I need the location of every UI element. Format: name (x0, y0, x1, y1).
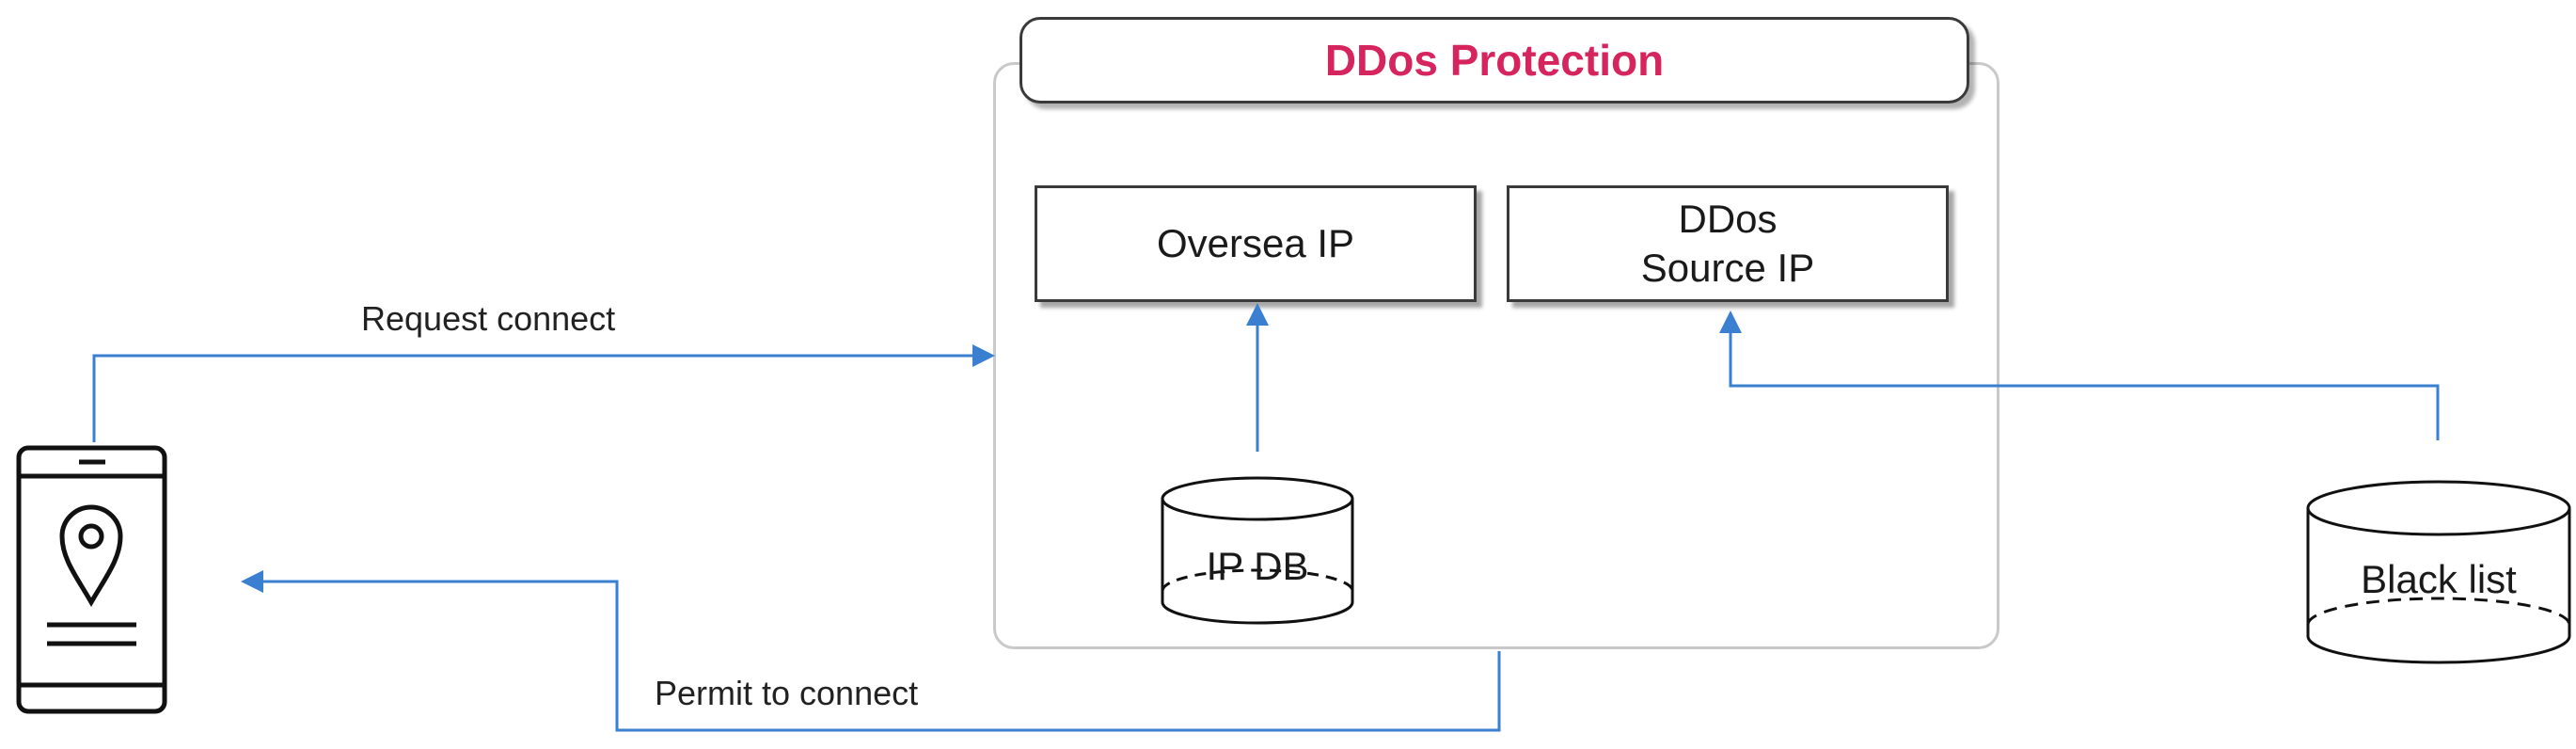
title-text: DDos Protection (1324, 36, 1665, 85)
ip-db-label: IP DB (1206, 544, 1309, 588)
ipdb-to-oversea-arrowhead (1246, 303, 1269, 326)
ddos-source-label-line1: DDos (1678, 197, 1778, 241)
oversea-ip-label: Oversea IP (1156, 221, 1355, 265)
mobile-phone-location-icon (16, 445, 167, 714)
black-list-label: Black list (2361, 557, 2517, 601)
request-connect-edge (92, 354, 978, 442)
permit-connect-edge (260, 580, 1501, 732)
blacklist-to-ddos-source-arrowhead (1719, 311, 1742, 333)
ddos-protection-title: DDos Protection (1019, 17, 1969, 104)
ddos-protection-container (993, 62, 1999, 649)
permit-connect-label: Permit to connect (655, 674, 919, 712)
ddos-source-ip-box: DDos Source IP (1507, 185, 1949, 302)
oversea-ip-box: Oversea IP (1035, 185, 1477, 302)
black-list-cylinder-icon (2306, 480, 2571, 664)
permit-connect-arrowhead (241, 570, 263, 593)
blacklist-to-ddos-source-edge (1729, 327, 2440, 440)
ip-db-cylinder-icon (1161, 476, 1354, 625)
ddos-source-label-line2: Source IP (1640, 246, 1815, 290)
request-connect-arrowhead (972, 344, 995, 367)
request-connect-label: Request connect (361, 299, 616, 338)
